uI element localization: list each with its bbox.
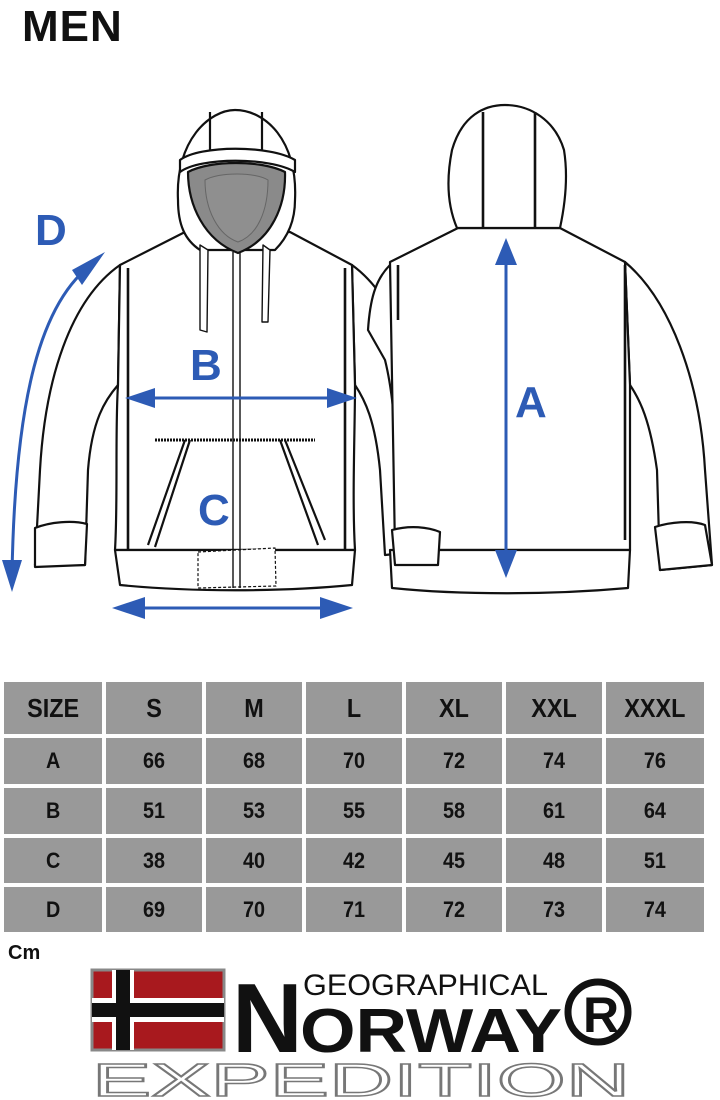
brand-logo: N GEOGRAPHICAL ORWAY R EXPEDITION [90, 965, 632, 1100]
hoodie-measurement-illustration: D B C A [2, 103, 714, 619]
brand-big-n: N [232, 965, 303, 1073]
cell: 51 [107, 784, 201, 838]
size-chart-table: SIZE S M L XL XXL XXXL A 66 68 70 72 74 … [4, 682, 704, 932]
hoodie-front-icon [33, 108, 435, 592]
brand-geographical: GEOGRAPHICAL [303, 969, 548, 1002]
unit-label: Cm [8, 942, 41, 964]
row-label: A [9, 734, 101, 789]
svg-text:R: R [583, 987, 619, 1043]
cell: 73 [507, 883, 601, 932]
cell: 68 [207, 734, 301, 789]
cell: 61 [507, 784, 601, 838]
hoodie-back-icon [366, 103, 714, 595]
cell: 74 [607, 883, 699, 932]
cell: 55 [307, 784, 401, 838]
cell: 74 [507, 734, 601, 789]
label-c: C [198, 486, 230, 535]
brand-norway: ORWAY [300, 997, 562, 1066]
brand-expedition: EXPEDITION [92, 1054, 630, 1100]
header-size: SIZE [9, 682, 101, 739]
table-row: A 66 68 70 72 74 76 [4, 734, 704, 789]
table-row: D 69 70 71 72 73 74 [4, 883, 704, 932]
label-d: D [35, 206, 67, 255]
cell: 69 [107, 883, 201, 932]
cell: 38 [107, 833, 201, 888]
table-row: C 38 40 42 45 48 51 [4, 833, 704, 888]
table-header-row: SIZE S M L XL XXL XXXL [4, 682, 704, 739]
cell: 66 [107, 734, 201, 789]
cell: 53 [207, 784, 301, 838]
registered-mark-icon: R [564, 978, 632, 1046]
page-title: MEN [22, 2, 123, 51]
label-a: A [515, 378, 547, 427]
row-label: B [9, 784, 101, 838]
row-label: C [9, 833, 101, 888]
header-s: S [107, 682, 201, 739]
label-b: B [190, 341, 222, 390]
cell: 45 [407, 833, 501, 888]
table-row: B 51 53 55 58 61 64 [4, 784, 704, 838]
header-m: M [207, 682, 301, 739]
cell: 42 [307, 833, 401, 888]
cell: 72 [407, 734, 501, 789]
cell: 58 [407, 784, 501, 838]
cell: 51 [607, 833, 699, 888]
cell: 48 [507, 833, 601, 888]
row-label: D [9, 883, 101, 932]
cell: 64 [607, 784, 699, 838]
cell: 70 [207, 883, 301, 932]
cell: 76 [607, 734, 699, 789]
header-xl: XL [407, 682, 501, 739]
cell: 71 [307, 883, 401, 932]
cell: 72 [407, 883, 501, 932]
header-xxl: XXL [507, 682, 601, 739]
cell: 40 [207, 833, 301, 888]
header-xxxl: XXXL [607, 682, 699, 739]
cell: 70 [307, 734, 401, 789]
norway-flag-icon [90, 968, 226, 1052]
header-l: L [307, 682, 401, 739]
